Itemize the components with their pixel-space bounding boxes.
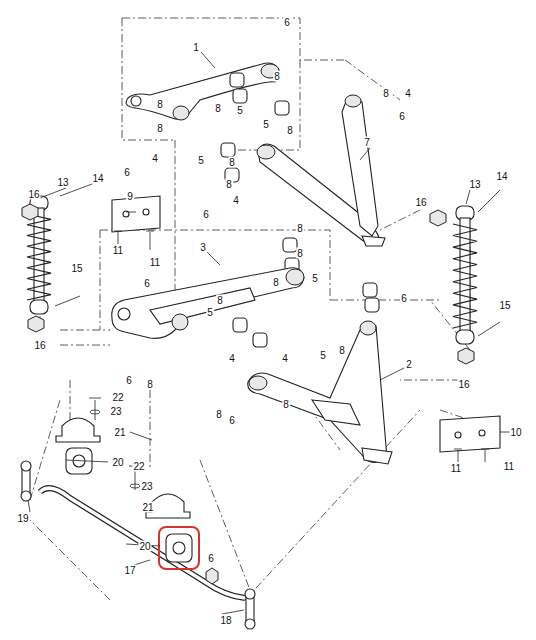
callout-number: 8: [156, 123, 164, 134]
callout-number: 8: [338, 345, 346, 356]
callout-number: 6: [207, 553, 215, 564]
callout-number: 6: [202, 209, 210, 220]
callout-number: 8: [272, 277, 280, 288]
callout-number: 11: [450, 463, 462, 474]
callout-number: 6: [398, 111, 406, 122]
callout-number: 8: [216, 295, 224, 306]
callout-number: 21: [113, 427, 126, 438]
callout-number: 8: [228, 157, 236, 168]
callout-number: 5: [311, 273, 319, 284]
callout-number: 8: [296, 248, 304, 259]
callout-number: 20: [111, 457, 124, 468]
bushing: [283, 238, 297, 252]
callout-number: 6: [125, 375, 133, 386]
callout-number: 6: [143, 278, 151, 289]
callout-number: 8: [273, 71, 281, 82]
bushing: [253, 333, 267, 347]
callout-number: 5: [236, 105, 244, 116]
callout-number: 3: [199, 242, 207, 253]
callout-number: 5: [262, 119, 270, 130]
callout-number: 6: [283, 17, 291, 28]
callout-number: 8: [214, 103, 222, 114]
callout-number: 15: [70, 263, 83, 274]
callout-number: 22: [111, 392, 124, 403]
callout-number: 8: [156, 99, 164, 110]
callout-number: 6: [400, 293, 408, 304]
callout-number: 16: [457, 379, 470, 390]
callout-number: 16: [414, 197, 427, 208]
callout-number: 7: [363, 137, 371, 148]
callout-number: 2: [405, 359, 413, 370]
callout-number: 14: [91, 173, 104, 184]
bushing: [233, 318, 247, 332]
callout-number: 21: [141, 502, 154, 513]
callout-number: 5: [197, 155, 205, 166]
callout-number: 5: [319, 350, 327, 361]
bushing: [221, 143, 235, 157]
callout-number: 19: [16, 513, 29, 524]
callout-number: 4: [151, 153, 159, 164]
callout-number: 13: [468, 179, 481, 190]
bushing: [275, 101, 289, 115]
bushing: [230, 73, 244, 87]
callout-number: 6: [228, 415, 236, 426]
callout-number: 10: [509, 427, 522, 438]
callout-number: 4: [404, 88, 412, 99]
callout-number: 4: [228, 353, 236, 364]
callout-number: 23: [140, 481, 153, 492]
callout-number: 6: [123, 167, 131, 178]
bushing: [233, 89, 247, 103]
callout-number: 16: [33, 340, 46, 351]
callout-number: 4: [232, 195, 240, 206]
callout-number: 13: [56, 177, 69, 188]
callout-number: 20: [138, 541, 151, 552]
callout-number: 23: [109, 406, 122, 417]
bushing: [363, 283, 377, 297]
callout-number: 4: [281, 353, 289, 364]
callout-number: 11: [112, 245, 124, 256]
callout-number: 22: [132, 461, 145, 472]
spring-coil: [27, 214, 51, 300]
callout-number: 8: [146, 379, 154, 390]
callout-number: 8: [215, 409, 223, 420]
callout-number: 8: [382, 88, 390, 99]
callout-number: 16: [27, 189, 40, 200]
callout-number: 9: [126, 191, 134, 202]
callout-number: 11: [149, 257, 161, 268]
callout-number: 8: [286, 125, 294, 136]
callout-number: 8: [282, 399, 290, 410]
callout-number: 1: [192, 42, 200, 53]
spring-coil: [453, 224, 477, 328]
callout-number: 17: [123, 565, 136, 576]
callout-number: 8: [296, 223, 304, 234]
callout-number: 8: [225, 179, 233, 190]
callout-number: 18: [219, 615, 232, 626]
callout-number: 15: [498, 300, 511, 311]
bushing: [365, 298, 379, 312]
callout-number: 14: [495, 171, 508, 182]
callout-number: 11: [503, 461, 515, 472]
callout-number: 5: [206, 307, 214, 318]
